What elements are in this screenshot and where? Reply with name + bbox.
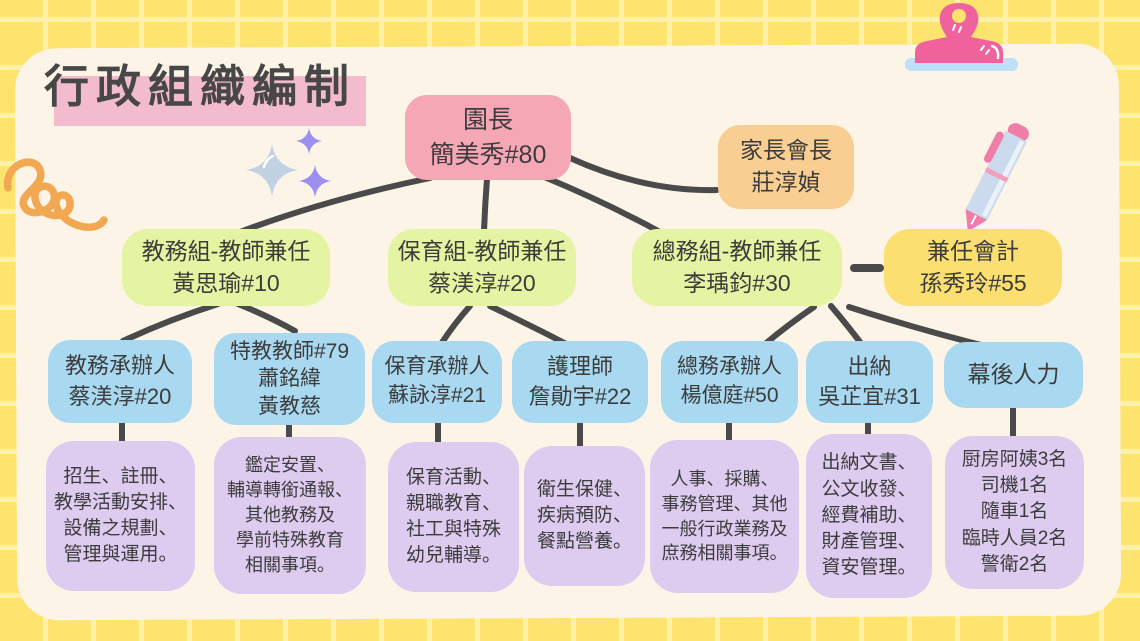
node-dept-general: 總務組-教師兼任 李瑀鈞#30 <box>632 229 842 306</box>
node-accountant: 兼任會計 孫秀玲#55 <box>884 229 1062 306</box>
node-staff-support: 幕後人力 <box>944 342 1083 408</box>
node-duty-cashier: 出納文書、 公文收發、 經費補助、 財產管理、 資安管理。 <box>806 434 932 598</box>
page-title: 行政組織編制 <box>44 61 357 112</box>
node-staff-special-ed: 特教教師#79 蕭銘緯 黃教慈 <box>214 333 365 425</box>
node-staff-general: 總務承辦人 楊億庭#50 <box>661 341 798 423</box>
node-principal: 園長 簡美秀#80 <box>405 95 571 180</box>
node-duty-academic: 招生、註冊、 教學活動安排、 設備之規劃、 管理與運用。 <box>46 441 195 591</box>
node-duty-nurse: 衛生保健、 疾病預防、 餐點營養。 <box>524 446 645 586</box>
node-staff-cashier: 出納 吳芷宜#31 <box>806 341 933 423</box>
node-duty-general: 人事、採購、 事務管理、其他 一般行政業務及 庶務相關事項。 <box>650 440 799 593</box>
node-staff-nurse: 護理師 詹勛宇#22 <box>512 341 648 423</box>
title-highlight <box>54 76 366 126</box>
node-duty-support: 厨房阿姨3名 司機1名 隨車1名 臨時人員2名 警衛2名 <box>945 436 1084 589</box>
node-staff-childcare: 保育承辦人 蘇詠淳#21 <box>372 341 502 423</box>
node-staff-academic: 教務承辦人 蔡渼淳#20 <box>48 340 192 423</box>
node-dept-childcare: 保育組-教師兼任 蔡渼淳#20 <box>388 229 576 306</box>
node-duty-childcare: 保育活動、 親職教育、 社工與特殊 幼兒輔導。 <box>388 442 519 592</box>
node-duty-special-ed: 鑑定安置、 輔導轉銜通報、 其他教務及 學前特殊教育 相關事項。 <box>214 437 366 594</box>
node-parent-leader: 家長會長 莊淳媜 <box>718 125 854 209</box>
node-dept-academic: 教務組-教師兼任 黃思瑜#10 <box>122 229 330 306</box>
